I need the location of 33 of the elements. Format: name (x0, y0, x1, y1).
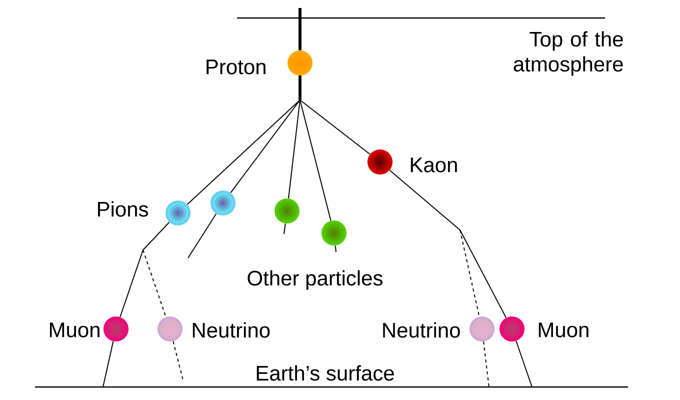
particle-track (298, 76, 370, 155)
particle-ball (288, 50, 312, 76)
particle-name: Neutrino (383, 322, 460, 338)
particle-track (284, 223, 286, 234)
particle-track (516, 340, 532, 388)
particle-track (188, 213, 217, 258)
particle-ball (470, 316, 494, 342)
region-label: Earth’s surface (256, 365, 394, 381)
region-label: Other particles (248, 270, 382, 290)
particle-ball (166, 200, 190, 226)
particle-track (389, 170, 507, 318)
particle-name: Kaon (410, 158, 457, 172)
particle-track (483, 341, 490, 388)
particle-track (102, 340, 114, 388)
particle-track (334, 245, 336, 252)
particle-name: Muon (538, 322, 588, 338)
particle-ball (104, 316, 128, 342)
particle-ball (158, 316, 182, 342)
particle-name: Neutrino (192, 322, 270, 338)
particle-ball (368, 150, 392, 174)
particle-track (120, 222, 170, 318)
region-label: Top of the atmosphere (514, 31, 623, 76)
particle-track (142, 250, 166, 318)
particle-ball (210, 190, 236, 216)
particle-ball (500, 316, 524, 342)
particle-name: Muon (50, 322, 100, 338)
particle-ball (274, 198, 300, 224)
particle-track (172, 340, 184, 380)
particle-track (298, 8, 302, 50)
particle-ball (322, 220, 346, 246)
particle-name: Proton (206, 60, 266, 74)
particle-track (460, 230, 480, 318)
particle-name: Pions (98, 201, 148, 217)
